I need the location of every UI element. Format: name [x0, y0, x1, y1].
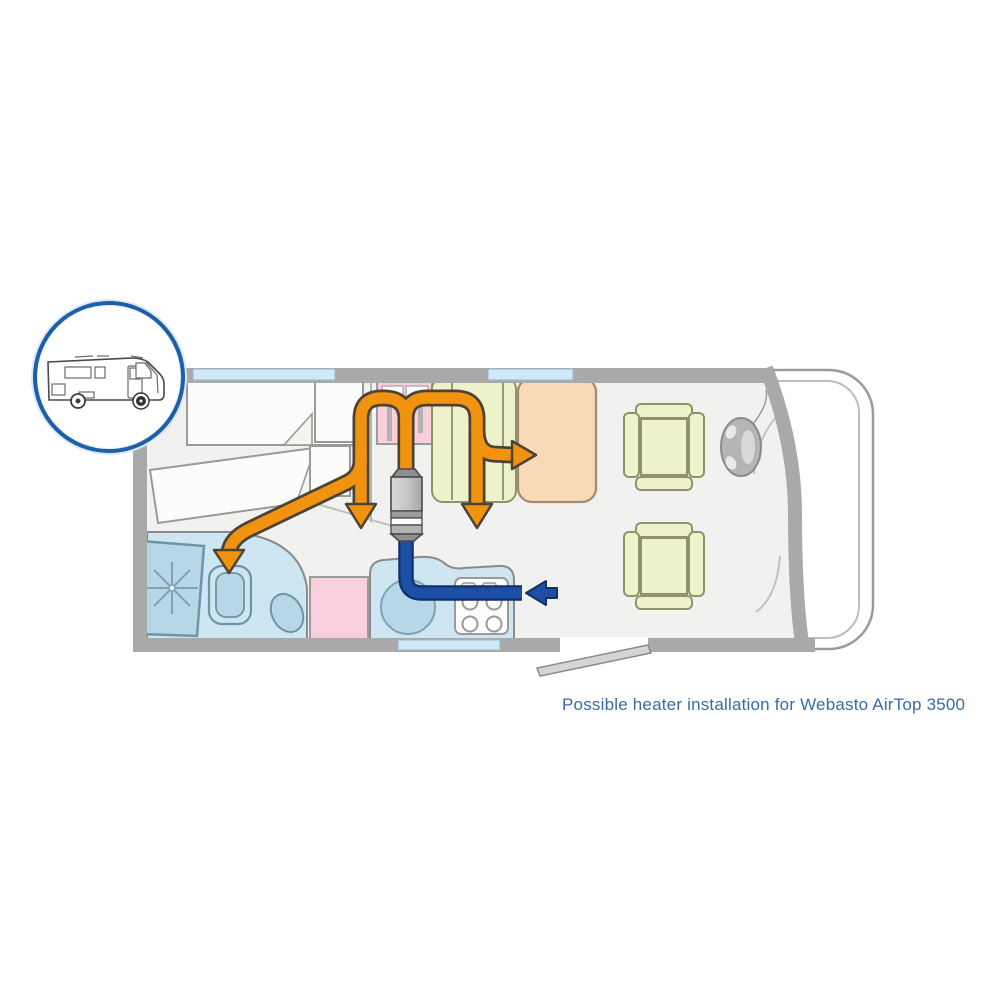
air-intake-arrow	[525, 580, 558, 606]
washbasin	[269, 592, 305, 634]
entry-door	[535, 637, 653, 677]
warm-air-ducts	[220, 389, 513, 554]
steering-wheel	[720, 389, 768, 477]
motorhome-inset-badge	[33, 301, 185, 453]
toilet	[207, 564, 253, 626]
motorhome-floorplan	[133, 365, 875, 677]
air-intake-pipe	[398, 536, 522, 601]
heater-unit	[388, 468, 425, 542]
warm-air-outlets	[212, 439, 538, 575]
motorhome-side-view-icon	[47, 355, 165, 410]
window-strips	[192, 368, 574, 651]
warm-air-arrow-bathroom	[212, 548, 246, 575]
warm-air-arrow-bed	[510, 439, 538, 471]
shower	[139, 539, 206, 638]
warm-air-arrow-lounge	[460, 502, 494, 530]
cabinet-pink	[309, 576, 369, 642]
cab-step-line	[755, 555, 781, 613]
driver-seat	[623, 522, 705, 610]
passenger-seat	[623, 403, 705, 491]
front-bed	[516, 376, 598, 504]
bathroom	[139, 531, 308, 641]
wheel-icons	[70, 392, 150, 410]
warm-air-arrow-mid	[344, 502, 378, 530]
windshield-wall	[759, 365, 810, 652]
diagram-caption: Possible heater installation for Webasto…	[562, 695, 966, 714]
